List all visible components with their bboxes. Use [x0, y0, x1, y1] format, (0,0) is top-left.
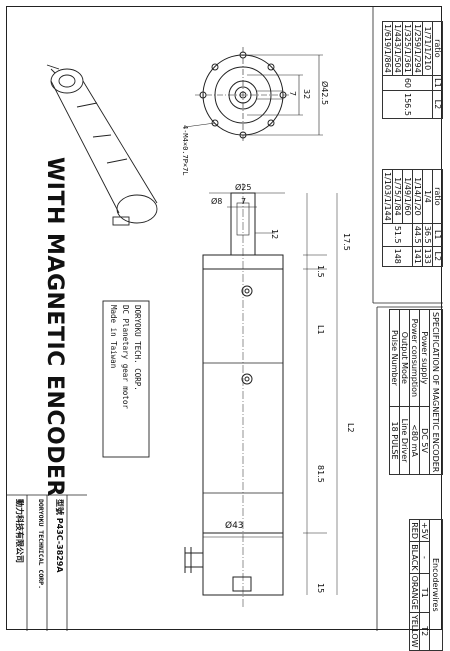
ratio-bot-h-l1: L1	[432, 223, 443, 247]
motor-side-view	[184, 183, 338, 607]
table-frames	[372, 7, 443, 631]
company-box-line-2: DC Planetary gear motor	[121, 305, 130, 409]
ratio-top-h-l2: L2	[432, 90, 443, 119]
title-block-company-en: DORYOKU TECHNICAL CORP.	[37, 499, 45, 590]
ratio-bot-r5: 1/103/1/144	[382, 169, 393, 224]
ratio-bot-r2-l2: 141	[412, 246, 423, 267]
dim-15: 15	[316, 583, 325, 594]
title-block-model-label: 型號	[55, 499, 64, 515]
ratio-top-h-l1: L1	[432, 75, 443, 91]
wire-pin-3: T1	[419, 573, 430, 613]
encoder-wires-table: Encoderwires +5V - T1 T2 RED BLACK ORANG…	[409, 519, 443, 651]
dim-d42-5: Ø42.5	[320, 81, 329, 106]
ratio-top-r3: 1/325/1/361	[402, 21, 413, 76]
dim-12: 12	[270, 229, 279, 240]
ratio-bot-r4: 1/75/1/84	[392, 169, 403, 224]
ratio-bot-r4-l2: 148	[382, 246, 413, 267]
encoder-spec-label-1: Power supply	[419, 309, 430, 407]
flange-front-view	[184, 47, 323, 143]
encoder-spec-value-1: DC 5V	[419, 406, 430, 475]
ratio-bot-r3: 1/49/1/60	[402, 169, 413, 224]
ratio-bot-r2-l1: 44.5	[412, 223, 423, 247]
dim-1-5: 1.5	[316, 265, 325, 278]
title-block-model-value: P43C-3829A	[55, 517, 64, 573]
dim-d43: Ø43	[225, 521, 244, 531]
company-box-line-1: DORYOKU TECH. CORP.	[133, 305, 142, 391]
dim-17-5: 17.5	[342, 233, 351, 251]
ratio-top-r2: 1/259/1/294	[412, 21, 423, 76]
wire-pin-2: -	[419, 541, 430, 574]
encoder-wires-title: Encoderwires	[429, 519, 443, 651]
ratio-bot-r1-l1: 36.5	[422, 223, 433, 247]
ratio-top-l2: 156.5	[382, 90, 433, 119]
dim-l2: L2	[346, 423, 355, 433]
ratio-top-r1: 1/71/1/210	[422, 21, 433, 76]
dim-d25: Ø25	[235, 183, 252, 192]
dim-d8: Ø8	[211, 197, 223, 206]
encoder-spec-label-4: Pulse Number	[389, 309, 400, 407]
ratio-table-bottom-grid: ratio L1 L2 1/4 36.5 133 1/14/1/20 44.5 …	[382, 169, 443, 267]
company-box-text: DORYOKU TECH. CORP. DC Planetary gear mo…	[107, 305, 143, 409]
ratio-top-r4: 1/443/1/504	[392, 21, 403, 76]
encoder-wires-grid: Encoderwires +5V - T1 T2 RED BLACK ORANG…	[409, 519, 443, 651]
company-box	[102, 300, 150, 458]
encoder-spec-grid: SPECIFICATION OF MAGNETIC ENCODER Power …	[389, 309, 443, 475]
wire-color-2: BLACK	[409, 541, 420, 574]
dim-7-b: 7	[241, 197, 247, 206]
title-block-frame	[7, 494, 87, 631]
ratio-bot-r1: 1/4	[422, 169, 433, 224]
ratio-bot-r2: 1/14/1/20	[412, 169, 423, 224]
drawing-title: WITH MAGNETIC ENCODER	[42, 157, 67, 497]
ratio-bot-h-ratio: ratio	[432, 169, 443, 224]
wire-pin-1: +5V	[419, 519, 430, 542]
ratio-top-h-ratio: ratio	[432, 21, 443, 76]
dim-hole-note: 4-M4×0.7P×7L	[181, 125, 189, 176]
drawing-sheet: WITH MAGNETIC ENCODER DORYOKU TECH. CORP…	[6, 6, 443, 651]
encoder-spec-value-3: Line Driver	[399, 406, 410, 475]
title-block-model: 型號 P43C-3829A	[54, 499, 65, 573]
wire-color-3: ORANGE	[409, 573, 420, 613]
encoder-spec-label-3: Output Mode	[399, 309, 410, 407]
ratio-table-top-grid: ratio L1 L2 1/71/1/210 60 156.5 1/259/1/…	[382, 21, 443, 119]
encoder-spec-table: SPECIFICATION OF MAGNETIC ENCODER Power …	[389, 309, 443, 475]
ratio-bot-h-l2: L2	[432, 246, 443, 267]
encoder-spec-value-4: 18 PULSE	[389, 406, 400, 475]
ratio-top-l1: 60	[382, 75, 433, 91]
ratio-bot-r1-l2: 133	[422, 246, 433, 267]
wire-pin-4: T2	[419, 612, 430, 651]
dim-81-5: 81.5	[316, 465, 325, 483]
dim-7-a: 7	[288, 91, 297, 97]
dim-32: 32	[302, 89, 311, 100]
wire-color-1: RED	[409, 519, 420, 542]
title-block-company-cn: 動力科技有限公司	[15, 499, 24, 563]
ratio-bot-r4-l1: 51.5	[382, 223, 413, 247]
dim-l1: L1	[316, 325, 325, 335]
motor-iso-sketch	[46, 64, 158, 226]
encoder-spec-value-2: <80 mA	[409, 406, 420, 475]
company-box-line-3: Made in Taiwan	[109, 305, 118, 369]
ratio-table-top: ratio L1 L2 1/71/1/210 60 156.5 1/259/1/…	[382, 21, 443, 119]
encoder-spec-label-2: Power consumption	[409, 309, 420, 407]
wire-color-4: YELLOW	[409, 612, 420, 651]
drawing-canvas	[7, 7, 443, 631]
ratio-top-r5: 1/619/1/864	[382, 21, 393, 76]
ratio-table-bottom: ratio L1 L2 1/4 36.5 133 1/14/1/20 44.5 …	[382, 169, 443, 267]
encoder-spec-title: SPECIFICATION OF MAGNETIC ENCODER	[429, 309, 443, 475]
